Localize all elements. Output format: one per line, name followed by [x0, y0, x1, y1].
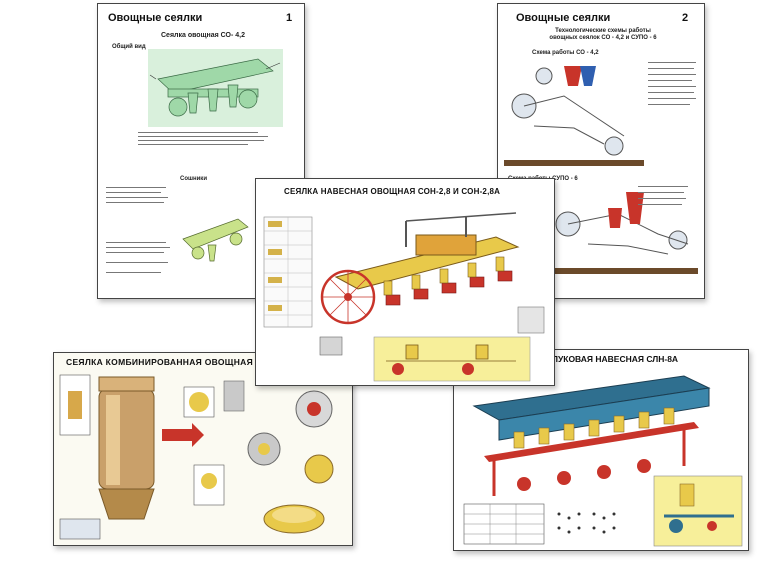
poster-5-title: ЛУКОВАЯ НАВЕСНАЯ СЛН-8А — [552, 354, 679, 364]
poster-1-legend-line — [138, 132, 258, 133]
poster-1-legend-line — [106, 272, 161, 273]
poster-1-legend-line — [106, 197, 168, 198]
poster-1-legend-line — [106, 252, 164, 253]
poster-4-combined-seeder: СЕЯЛКА КОМБИНИРОВАННАЯ ОВОЩНАЯ НАВЕС — [53, 352, 353, 546]
poster-1-legend-line — [106, 247, 170, 248]
poster-3-illustration — [263, 212, 545, 382]
poster-1-legend-line — [138, 144, 248, 145]
poster-2-legend-line — [648, 98, 696, 99]
poster-1-caption-view: Общий вид — [112, 44, 146, 50]
poster-5-illustration — [463, 375, 743, 547]
poster-2-legend-line — [638, 192, 684, 193]
poster-2-legend-line — [648, 92, 694, 93]
poster-2-legend-line — [638, 198, 686, 199]
poster-1-coulter-illustration — [182, 218, 249, 262]
poster-1-so-4-2: Овощные сеялки 1 Сеялка овощная СО- 4,2 … — [97, 3, 305, 299]
poster-4-illustration — [59, 374, 334, 540]
poster-1-caption-section: Сошники — [180, 176, 208, 182]
poster-2-legend-line — [648, 104, 690, 105]
poster-1-number: 1 — [286, 12, 293, 24]
poster-1-legend-line — [138, 140, 264, 141]
poster-1-legend-line — [106, 262, 168, 263]
poster-2-legend-line — [648, 68, 694, 69]
poster-4-title: СЕЯЛКА КОМБИНИРОВАННАЯ ОВОЩНАЯ НАВЕС — [66, 357, 288, 367]
poster-2-number: 2 — [682, 12, 689, 24]
poster-2-scheme1-illustration — [504, 66, 644, 166]
poster-1-legend-line — [106, 202, 164, 203]
poster-2-title: Овощные сеялки — [516, 12, 611, 24]
poster-2-caption-scheme1: Схема работы СО - 4,2 — [532, 50, 599, 56]
poster-3-son-2-8: СЕЯЛКА НАВЕСНАЯ ОВОЩНАЯ СОН-2,8 И СОН-2,… — [255, 178, 555, 386]
poster-1-legend-line — [106, 192, 161, 193]
poster-2-legend-line — [648, 74, 696, 75]
poster-1-legend-line — [106, 187, 166, 188]
poster-3-title: СЕЯЛКА НАВЕСНАЯ ОВОЩНАЯ СОН-2,8 И СОН-2,… — [284, 187, 501, 196]
poster-2-legend-line — [638, 204, 682, 205]
poster-1-seeder-illustration — [148, 49, 283, 127]
poster-2-legend-line — [648, 86, 696, 87]
poster-2-subtitle-line2: овощных сеялок СО - 4,2 и СУПО - 6 — [549, 35, 657, 41]
poster-1-subtitle: Сеялка овощная СО- 4,2 — [161, 32, 245, 39]
poster-1-title: Овощные сеялки — [108, 12, 203, 24]
poster-1-legend-line — [138, 136, 268, 137]
poster-2-scheme2-illustration — [548, 192, 698, 274]
poster-2-legend-line — [638, 186, 688, 187]
poster-1-legend-line — [106, 242, 166, 243]
poster-2-subtitle-line1: Технологические схемы работы — [555, 28, 651, 34]
poster-2-legend-line — [648, 62, 696, 63]
poster-2-legend-line — [648, 80, 692, 81]
